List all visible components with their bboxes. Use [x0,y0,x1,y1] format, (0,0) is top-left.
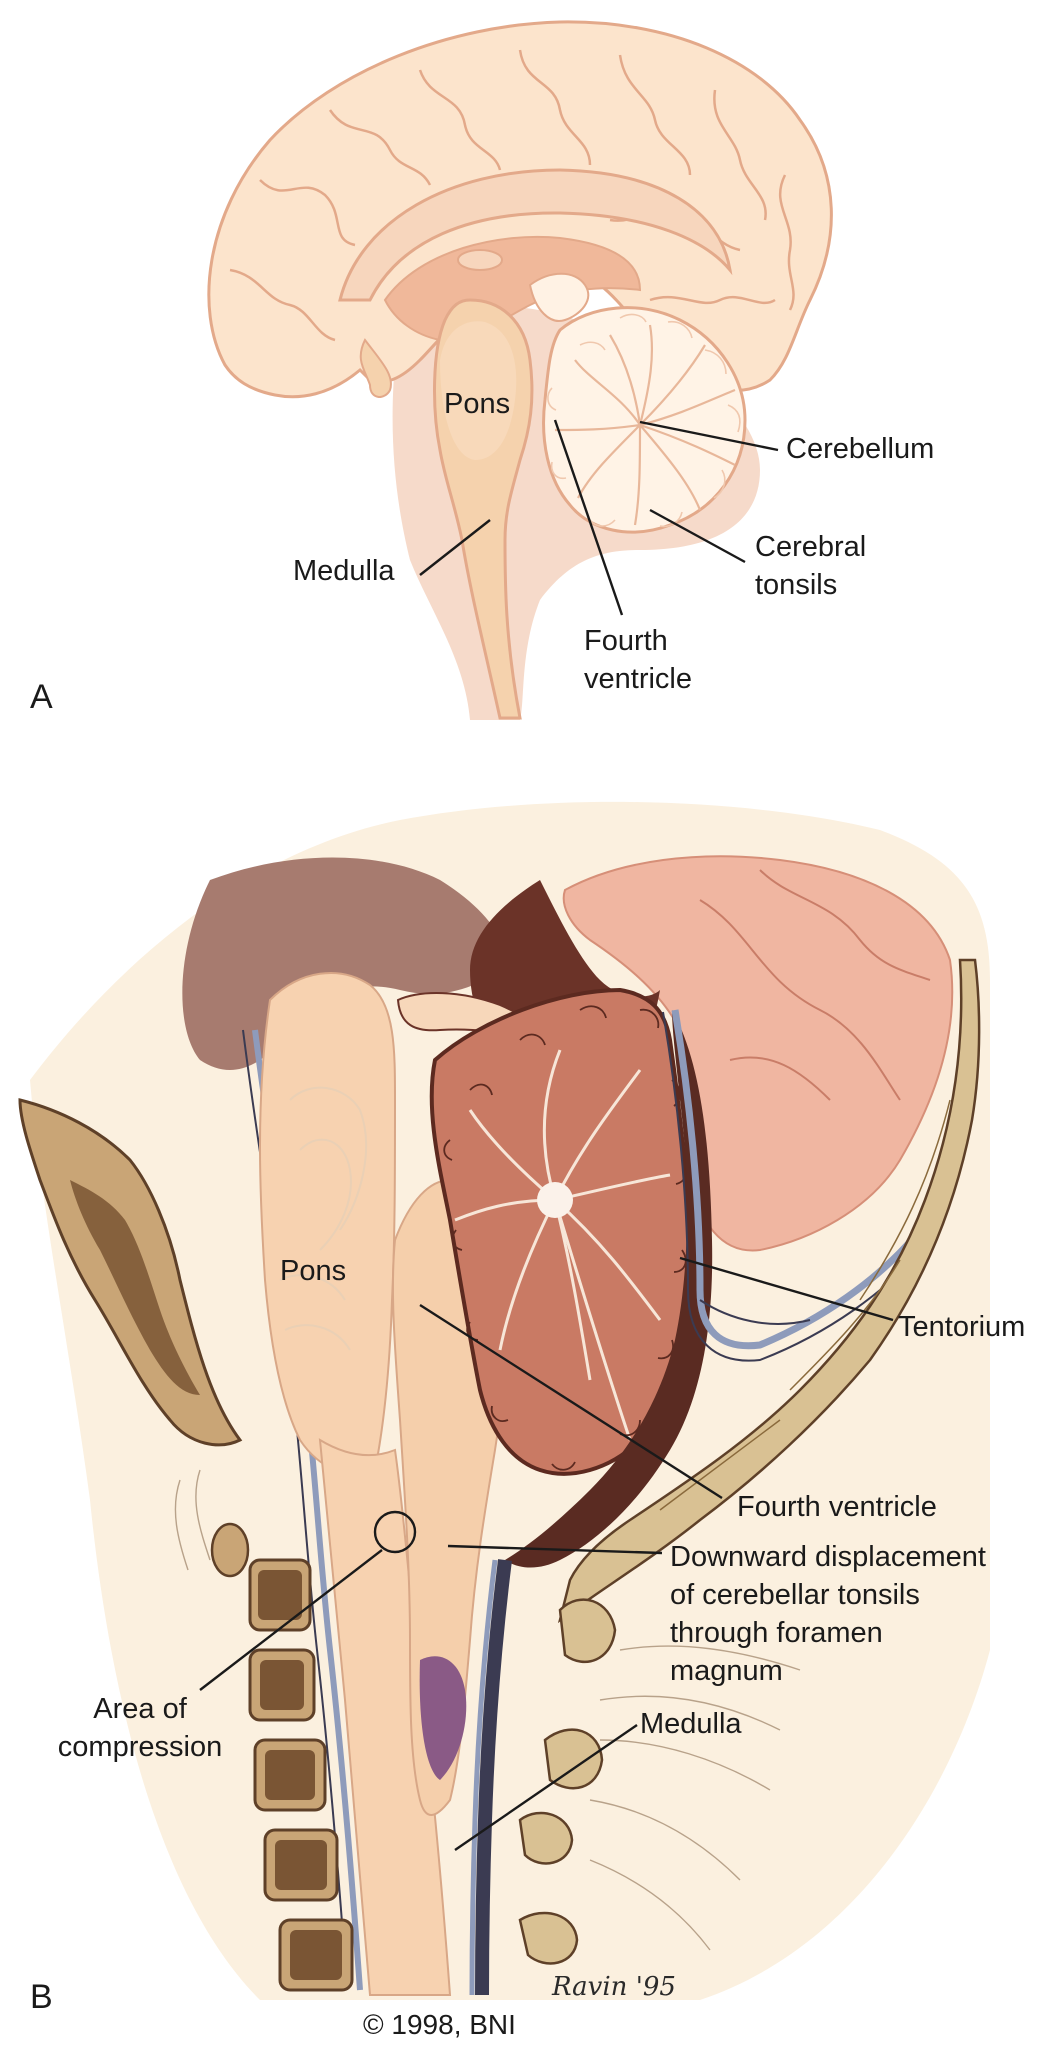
compression-circle [373,1510,417,1554]
label-b-fourth-ventricle: Fourth ventricle [737,1491,937,1523]
artist-signature: Ravin '95 [552,1972,676,2002]
leader-b-compression [199,1549,383,1691]
dura-right-inner [469,1559,498,1996]
leader-a-cerebellum [639,420,779,452]
cistern-purple [419,1656,467,1780]
leader-b-fourth-ventricle [419,1303,723,1500]
occipital-bone-texture [659,1099,951,1511]
pituitary [359,338,392,398]
posterior-fossa-dark [505,1010,713,1568]
skull-base-texture [70,1180,200,1395]
panel-a-illustration [207,20,833,720]
leader-a-tonsils [649,508,746,564]
leader-a-medulla [419,519,491,576]
pons-contours [279,1086,368,1351]
tectum-dark [182,857,510,1070]
occipital-sulci [699,869,931,1101]
panel-b-illustration [18,801,990,2000]
cerebellum-core [537,1182,573,1218]
copyright-text: © 1998, BNI [363,2009,516,2040]
panel-letter-a: A [30,678,53,716]
leader-a-fourth-ventricle [553,419,624,616]
label-a-pons: Pons [444,388,511,420]
pons-bulge [440,321,517,460]
thalamus-oval [457,249,503,271]
pons [259,972,396,1475]
dura-right [475,1559,512,1996]
label-b-tentorium: Tentorium [898,1311,1026,1343]
leader-b-tentorium [679,1256,894,1322]
label-a-medulla: Medulla [293,555,395,587]
cerebellum-white-matter [454,1049,671,1441]
leader-b-displacement [447,1544,663,1555]
panel-a-leaders [419,419,779,616]
label-b-medulla: Medulla [640,1708,742,1740]
tectum [528,272,590,322]
vertebrae-left [210,1522,354,1992]
corpus-callosum [338,168,733,302]
panel-letter-b: B [30,1978,53,2016]
cerebellum-folia [547,313,741,528]
arbor-vitae [554,324,736,526]
leader-b-medulla [454,1724,638,1851]
label-b-area-of-compression: Area of compression [57,1693,223,1763]
label-a-cerebral-tonsils: Cerebral tonsils [755,531,867,601]
vertebrae-right [518,1598,617,1965]
label-b-pons: Pons [280,1255,347,1287]
label-a-cerebellum: Cerebellum [786,433,935,465]
label-b-downward-displacement: Downward displacement of cerebellar tons… [670,1541,986,1687]
neck-muscle-lines [174,1469,801,1951]
medulla-cord [318,1438,452,1996]
label-a-fourth-ventricle: Fourth ventricle [584,625,692,695]
panel-b-leaders [199,1256,894,1851]
occipital-lobe [562,855,954,1252]
